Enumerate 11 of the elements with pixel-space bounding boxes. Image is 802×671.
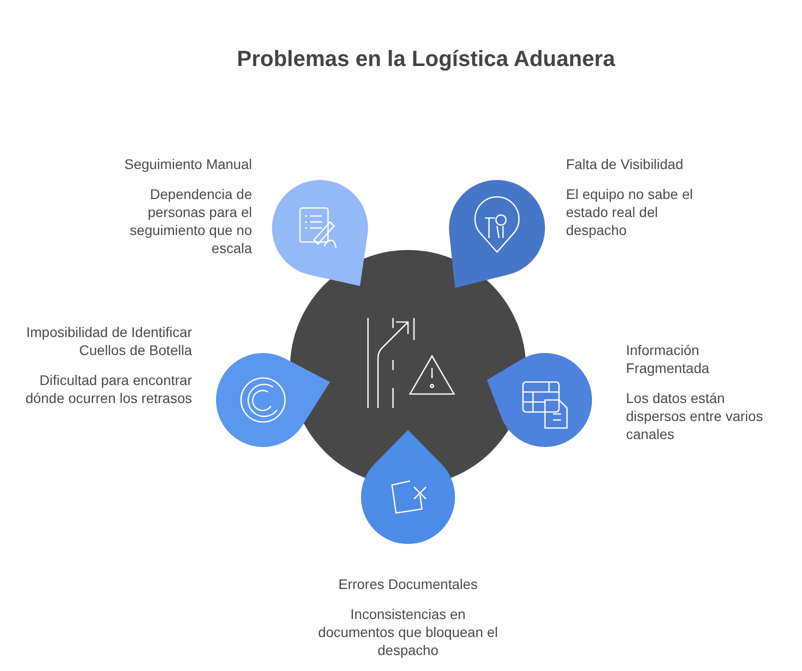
- heading-text: Información Fragmentada: [626, 341, 710, 377]
- description-text: Inconsistencias en documentos que bloquean el despacho: [318, 605, 498, 659]
- description-text: Dependencia de personas para el seguimiento que no escala: [128, 185, 252, 257]
- heading-text: Seguimiento Manual: [123, 155, 252, 173]
- heading-text: Falta de Visibilidad: [566, 155, 684, 173]
- description-text: Dificultad para encontrar dónde ocurren los retrasos: [24, 371, 192, 407]
- description-text: Los datos están dispersos entre varios canales: [626, 389, 764, 443]
- heading-text: Imposibilidad de Identificar Cuellos de Botella: [25, 323, 192, 359]
- diagram-title: Problemas en la Logística Aduanera: [236, 46, 616, 72]
- description-text: El equipo no sabe el estado real del despacho: [566, 185, 694, 239]
- heading-text: Errores Documentales: [337, 575, 479, 593]
